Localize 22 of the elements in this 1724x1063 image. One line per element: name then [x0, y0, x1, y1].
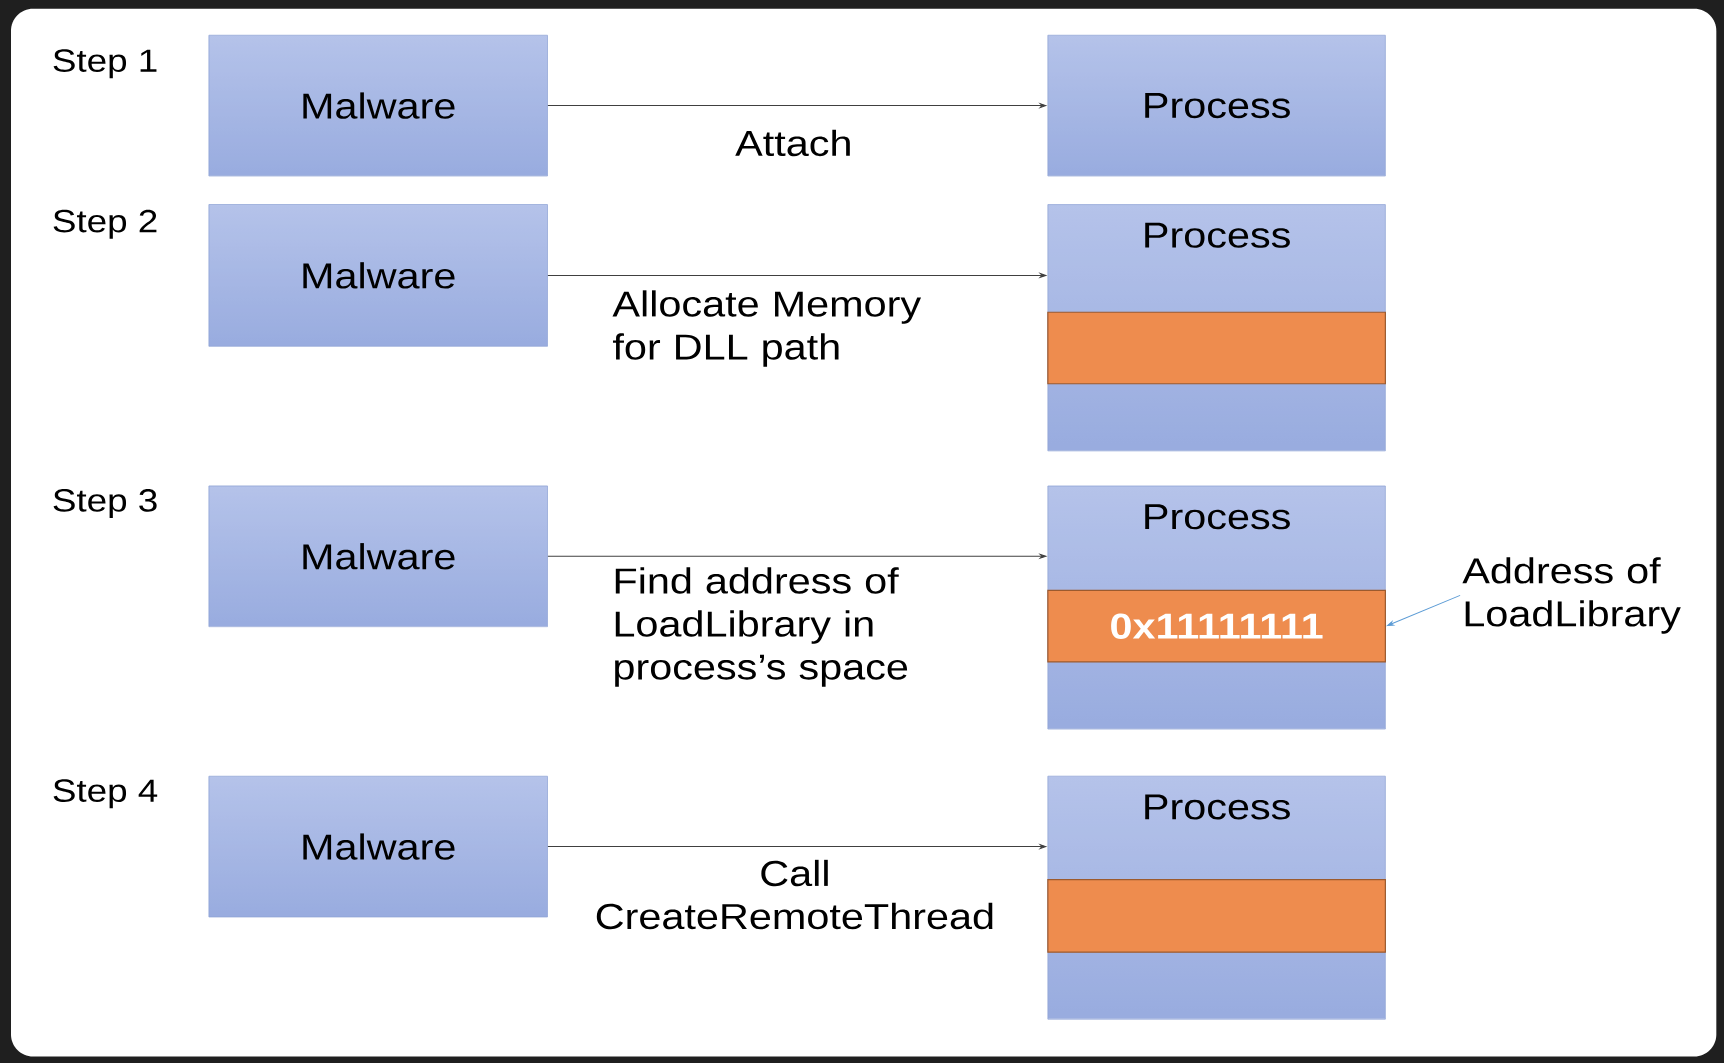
- arrow: [547, 273, 1047, 278]
- memory-block: [1047, 311, 1386, 385]
- malware-box: Malware: [208, 485, 548, 628]
- memory-block: [1047, 879, 1386, 953]
- step-label: Step 3: [53, 489, 157, 519]
- edge-label: Find address of LoadLibrary in process’s space: [615, 567, 908, 687]
- step-label: Step 2: [53, 209, 157, 239]
- arrow: [547, 103, 1047, 108]
- arrow: [547, 553, 1047, 559]
- edge-label: Allocate Memory for DLL path: [612, 290, 922, 367]
- memory-block: 0x11111111: [1047, 589, 1386, 663]
- step-label: Step 4: [53, 779, 158, 809]
- annotation-text: Address of LoadLibrary: [1462, 557, 1681, 634]
- edge-label: Call CreateRemoteThread: [596, 859, 993, 930]
- edge-label: Attach: [735, 129, 850, 157]
- malware-box: Malware: [208, 775, 548, 918]
- leader-line: [1386, 594, 1461, 627]
- malware-box: Malware: [208, 204, 548, 347]
- step-label: Step 1: [53, 49, 157, 79]
- malware-box: Malware: [208, 34, 548, 177]
- arrow: [547, 844, 1047, 849]
- process-box: Process: [1047, 34, 1386, 177]
